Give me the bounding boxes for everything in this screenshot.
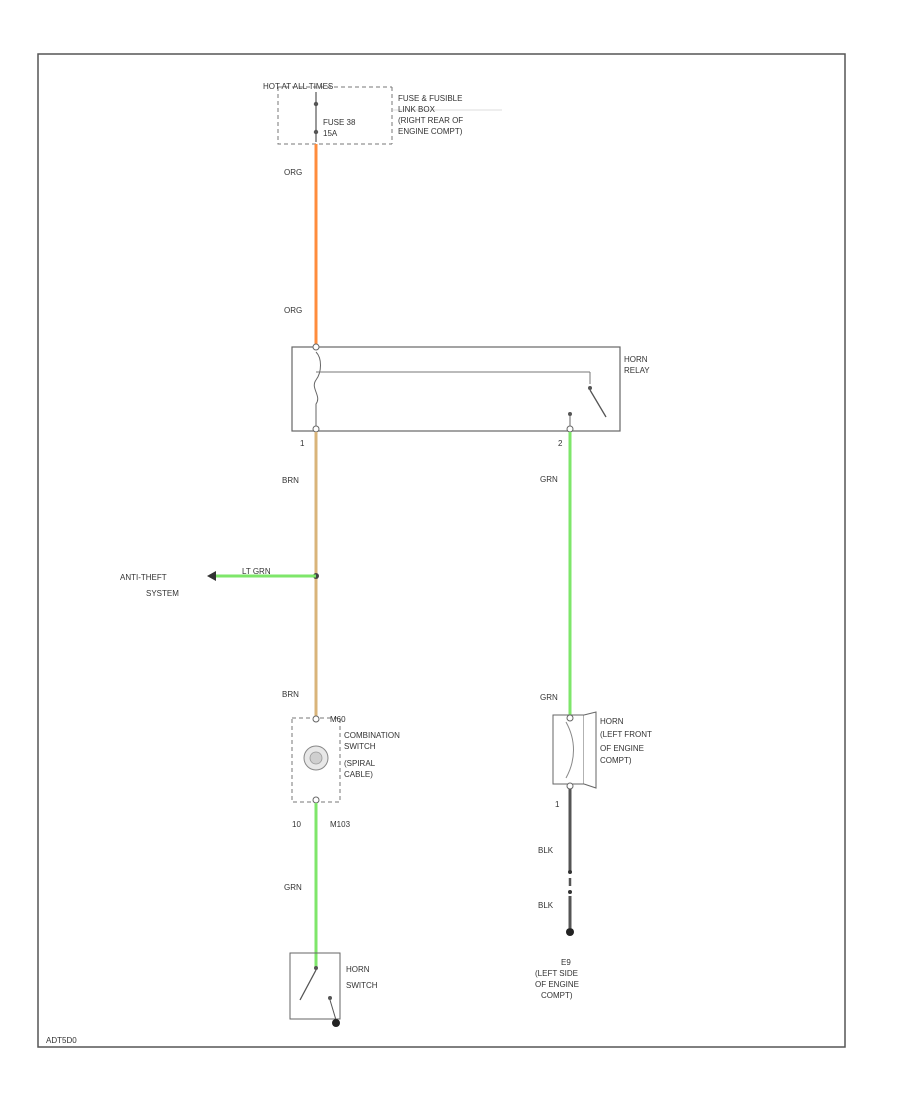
horn-label-3: OF ENGINE [600, 744, 644, 753]
horn-label-4: COMPT) [600, 756, 632, 765]
wire-label-org-top: ORG [284, 168, 302, 177]
horn-label-1: HORN [600, 717, 624, 726]
combination-switch [291, 715, 341, 804]
wire-label-org-lower: ORG [284, 306, 302, 315]
ground-id: E9 [561, 958, 571, 967]
ground-label-2: OF ENGINE [535, 980, 579, 989]
horn-relay-label-1: HORN [624, 355, 648, 364]
wire-label-grn-horn: GRN [540, 693, 558, 702]
fuse-box-label-2: LINK BOX [398, 105, 436, 114]
connector-arrow-icon [207, 571, 216, 581]
wire-label-blk-lower: BLK [538, 901, 554, 910]
wire-label-grn-combo: GRN [284, 883, 302, 892]
ground-icon [332, 1019, 340, 1027]
combo-label-3: (SPIRAL [344, 759, 376, 768]
horn-switch-label-1: HORN [346, 965, 370, 974]
fuse-box-label-4: ENGINE COMPT) [398, 127, 463, 136]
horn-relay-label-2: RELAY [624, 366, 650, 375]
hot-at-all-times-label: HOT AT ALL TIMES [263, 82, 333, 91]
fuse-box-label-3: (RIGHT REAR OF [398, 116, 463, 125]
wire-label-brn-lower: BRN [282, 690, 299, 699]
horn-icon [565, 721, 574, 779]
combo-pin: 10 [292, 820, 301, 829]
relay-pin-1: 1 [300, 439, 305, 448]
wire-label-grn-relay: GRN [540, 475, 558, 484]
horn [552, 711, 597, 790]
fuse-box [277, 86, 502, 145]
ground-point-icon [566, 928, 574, 936]
horn-relay [291, 343, 621, 433]
anti-theft-label-2: SYSTEM [146, 589, 179, 598]
diagram-code: ADT5D0 [46, 1036, 77, 1045]
horn-switch [289, 952, 341, 1027]
combo-label-4: CABLE) [344, 770, 373, 779]
horn-switch-label-2: SWITCH [346, 981, 378, 990]
combo-label-1: COMBINATION [344, 731, 400, 740]
horn-label-2: (LEFT FRONT [600, 730, 652, 739]
combo-ref-top: M60 [330, 715, 346, 724]
wire-label-blk-upper: BLK [538, 846, 554, 855]
wire-label-brn-upper: BRN [282, 476, 299, 485]
fuse-label: FUSE 38 [323, 118, 356, 127]
combo-label-2: SWITCH [344, 742, 376, 751]
wire-label-lt-grn: LT GRN [242, 567, 271, 576]
fuse-box-label-1: FUSE & FUSIBLE [398, 94, 462, 103]
relay-pin-2: 2 [558, 439, 563, 448]
fuse-rating: 15A [323, 129, 338, 138]
horn-pin: 1 [555, 800, 560, 809]
anti-theft-label-1: ANTI-THEFT [120, 573, 167, 582]
diagram-frame [37, 53, 846, 1048]
ground-label-3: COMPT) [541, 991, 573, 1000]
combo-ref-bottom: M103 [330, 820, 351, 829]
ground-label-1: (LEFT SIDE [535, 969, 578, 978]
